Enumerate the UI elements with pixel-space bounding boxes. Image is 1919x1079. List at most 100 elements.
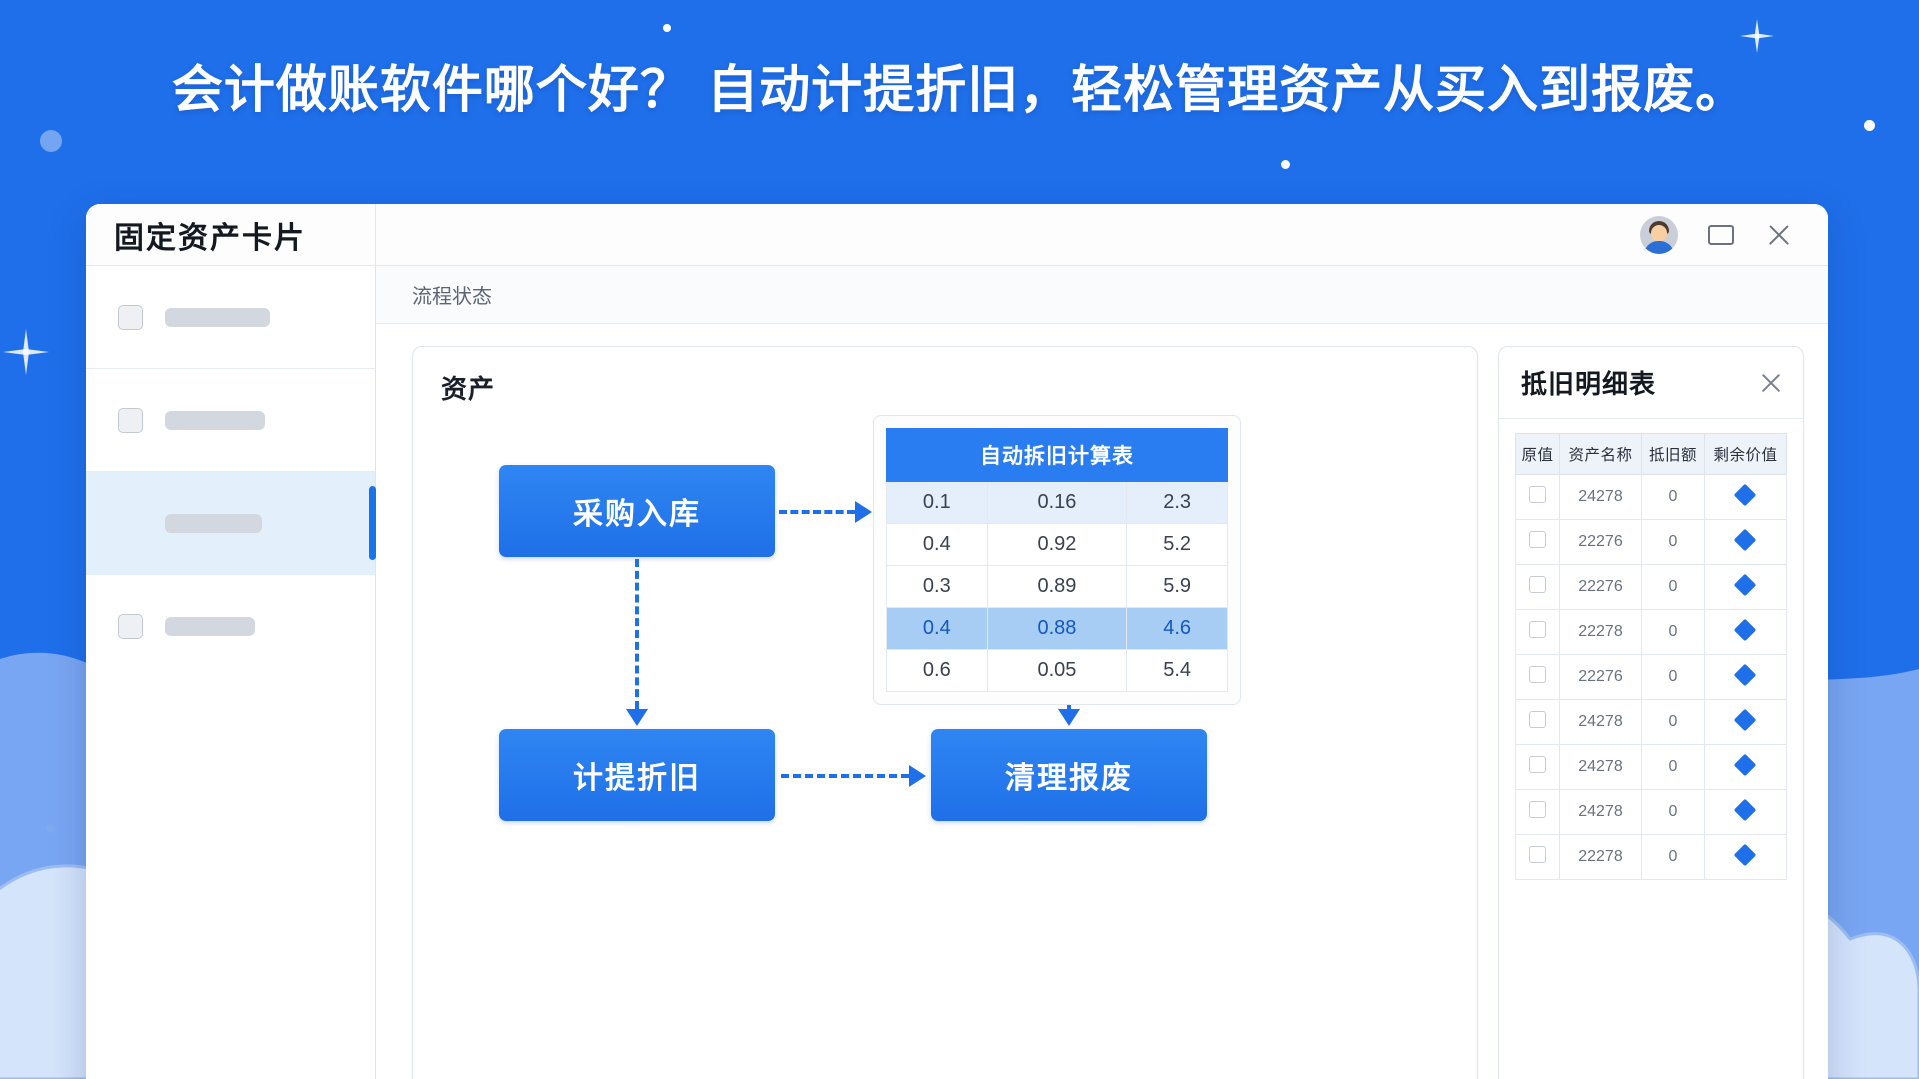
row-asset-name: 22276: [1558, 519, 1642, 565]
row-checkbox[interactable]: [1528, 711, 1546, 728]
calc-cell: 5.4: [1126, 649, 1228, 692]
flow-card: 资产 采购入库 计提折旧 清理报废: [412, 346, 1478, 1079]
calc-cell: 4.6: [1126, 607, 1228, 650]
connector-purchase-to-depreciate: [635, 559, 639, 709]
diamond-icon: [1734, 573, 1757, 596]
calc-table-wrapper: 自动拆旧计算表 0.1 0.16 2.3: [873, 415, 1241, 705]
row-checkbox[interactable]: [1528, 801, 1546, 818]
calc-table-row[interactable]: 0.4 0.92 5.2: [886, 523, 1228, 566]
table-row[interactable]: 22276 0: [1515, 654, 1788, 700]
row-asset-name: 24278: [1558, 744, 1642, 790]
sidebar-checkbox-1[interactable]: [118, 304, 143, 330]
calc-table-title: 自动拆旧计算表: [886, 428, 1228, 482]
close-button[interactable]: [1764, 220, 1794, 250]
row-asset-name: 24278: [1558, 474, 1642, 520]
flow-node-depreciate[interactable]: 计提折旧: [499, 729, 775, 821]
sidebar-label-placeholder-2: [165, 410, 265, 430]
panels-row: 资产 采购入库 计提折旧 清理报废: [376, 324, 1828, 1079]
diamond-icon: [1734, 708, 1757, 731]
row-checkbox-cell[interactable]: [1515, 609, 1560, 655]
row-checkbox-cell[interactable]: [1515, 519, 1560, 565]
row-checkbox[interactable]: [1528, 756, 1546, 773]
sidebar-checkbox-4[interactable]: [118, 614, 143, 639]
row-amount: 0: [1640, 834, 1705, 880]
diamond-icon: [1734, 843, 1757, 866]
row-checkbox-cell[interactable]: [1515, 834, 1560, 880]
row-checkbox[interactable]: [1528, 576, 1546, 593]
row-checkbox[interactable]: [1528, 621, 1546, 638]
calc-cell: 0.4: [886, 523, 988, 566]
main-content: 流程状态 资产 采购入库 计提折旧 清理报废: [376, 266, 1828, 1079]
calc-table-row[interactable]: 0.1 0.16 2.3: [886, 481, 1228, 524]
row-amount: 0: [1640, 474, 1705, 520]
calc-cell: 5.2: [1126, 523, 1228, 566]
sidebar-item-4[interactable]: [86, 575, 375, 678]
row-remaining-cell: [1703, 564, 1788, 610]
app-window: 固定资产卡片: [86, 204, 1828, 1079]
window-body: 流程状态 资产 采购入库 计提折旧 清理报废: [86, 266, 1828, 1079]
row-checkbox-cell[interactable]: [1515, 699, 1560, 745]
detail-col-depreciation: 抵旧额: [1640, 433, 1705, 475]
flow-node-scrap[interactable]: 清理报废: [931, 729, 1207, 821]
maximize-icon: [1708, 224, 1734, 245]
sidebar-item-1[interactable]: [86, 266, 375, 369]
avatar[interactable]: [1640, 215, 1678, 254]
diamond-icon: [1734, 753, 1757, 776]
connector-depreciate-to-scrap: [781, 774, 909, 778]
table-row[interactable]: 24278 0: [1515, 699, 1788, 745]
row-amount: 0: [1640, 609, 1705, 655]
table-row[interactable]: 22278 0: [1515, 834, 1788, 880]
row-checkbox[interactable]: [1528, 486, 1546, 503]
close-icon: [1766, 222, 1792, 248]
row-checkbox[interactable]: [1528, 666, 1546, 683]
arrowhead-purchase-to-calc-icon: [855, 501, 872, 523]
detail-panel-close-icon[interactable]: [1759, 371, 1783, 395]
row-checkbox-cell[interactable]: [1515, 789, 1560, 835]
calc-table-row[interactable]: 0.3 0.89 5.9: [886, 565, 1228, 608]
sidebar-item-2[interactable]: [86, 369, 375, 472]
table-row[interactable]: 22278 0: [1515, 609, 1788, 655]
row-remaining-cell: [1703, 474, 1788, 520]
sidebar-item-3[interactable]: [86, 472, 376, 575]
table-row[interactable]: 22276 0: [1515, 564, 1788, 610]
row-checkbox[interactable]: [1528, 531, 1546, 548]
deco-dot-top: [663, 24, 671, 32]
table-row[interactable]: 22276 0: [1515, 519, 1788, 565]
row-asset-name: 22276: [1558, 564, 1642, 610]
diamond-icon: [1734, 483, 1757, 506]
diamond-icon: [1734, 528, 1757, 551]
calc-table-header-row: 自动拆旧计算表: [886, 428, 1228, 482]
row-checkbox-cell[interactable]: [1515, 474, 1560, 520]
toolbar-status-label: 流程状态: [412, 286, 492, 308]
window-titlebar: 固定资产卡片: [86, 204, 1828, 266]
sidebar-checkbox-2[interactable]: [118, 407, 143, 433]
row-checkbox-cell[interactable]: [1515, 654, 1560, 700]
flow-node-purchase[interactable]: 采购入库: [499, 465, 775, 557]
maximize-button[interactable]: [1706, 220, 1736, 250]
connector-purchase-to-calc: [779, 510, 855, 514]
arrowhead-purchase-to-depreciate-icon: [626, 709, 648, 726]
row-asset-name: 24278: [1558, 789, 1642, 835]
sidebar-label-placeholder-4: [165, 617, 255, 636]
flow-title: 资产: [441, 374, 496, 404]
row-amount: 0: [1640, 699, 1705, 745]
table-row[interactable]: 24278 0: [1515, 789, 1788, 835]
row-checkbox-cell[interactable]: [1515, 564, 1560, 610]
row-checkbox[interactable]: [1528, 846, 1546, 863]
arrowhead-calc-to-scrap-icon: [1058, 709, 1080, 726]
deco-dot-left: [40, 130, 62, 152]
table-row[interactable]: 24278 0: [1515, 744, 1788, 790]
toolbar: 流程状态: [376, 266, 1828, 324]
row-remaining-cell: [1703, 744, 1788, 790]
row-remaining-cell: [1703, 609, 1788, 655]
calc-cell: 0.92: [986, 523, 1128, 566]
row-checkbox-cell[interactable]: [1515, 744, 1560, 790]
table-row[interactable]: 24278 0: [1515, 474, 1788, 520]
calc-table-row-selected[interactable]: 0.4 0.88 4.6: [886, 607, 1228, 650]
detail-table: 原值 资产名称 抵旧额 剩余价值 24278: [1515, 433, 1788, 880]
calc-table-row[interactable]: 0.6 0.05 5.4: [886, 649, 1228, 692]
calc-cell: 0.05: [986, 649, 1128, 692]
detail-panel: 抵旧明细表 原值 资产名称 抵旧额 剩余价值: [1498, 346, 1804, 1079]
diamond-icon: [1734, 618, 1757, 641]
detail-panel-header: 抵旧明细表: [1499, 347, 1803, 419]
